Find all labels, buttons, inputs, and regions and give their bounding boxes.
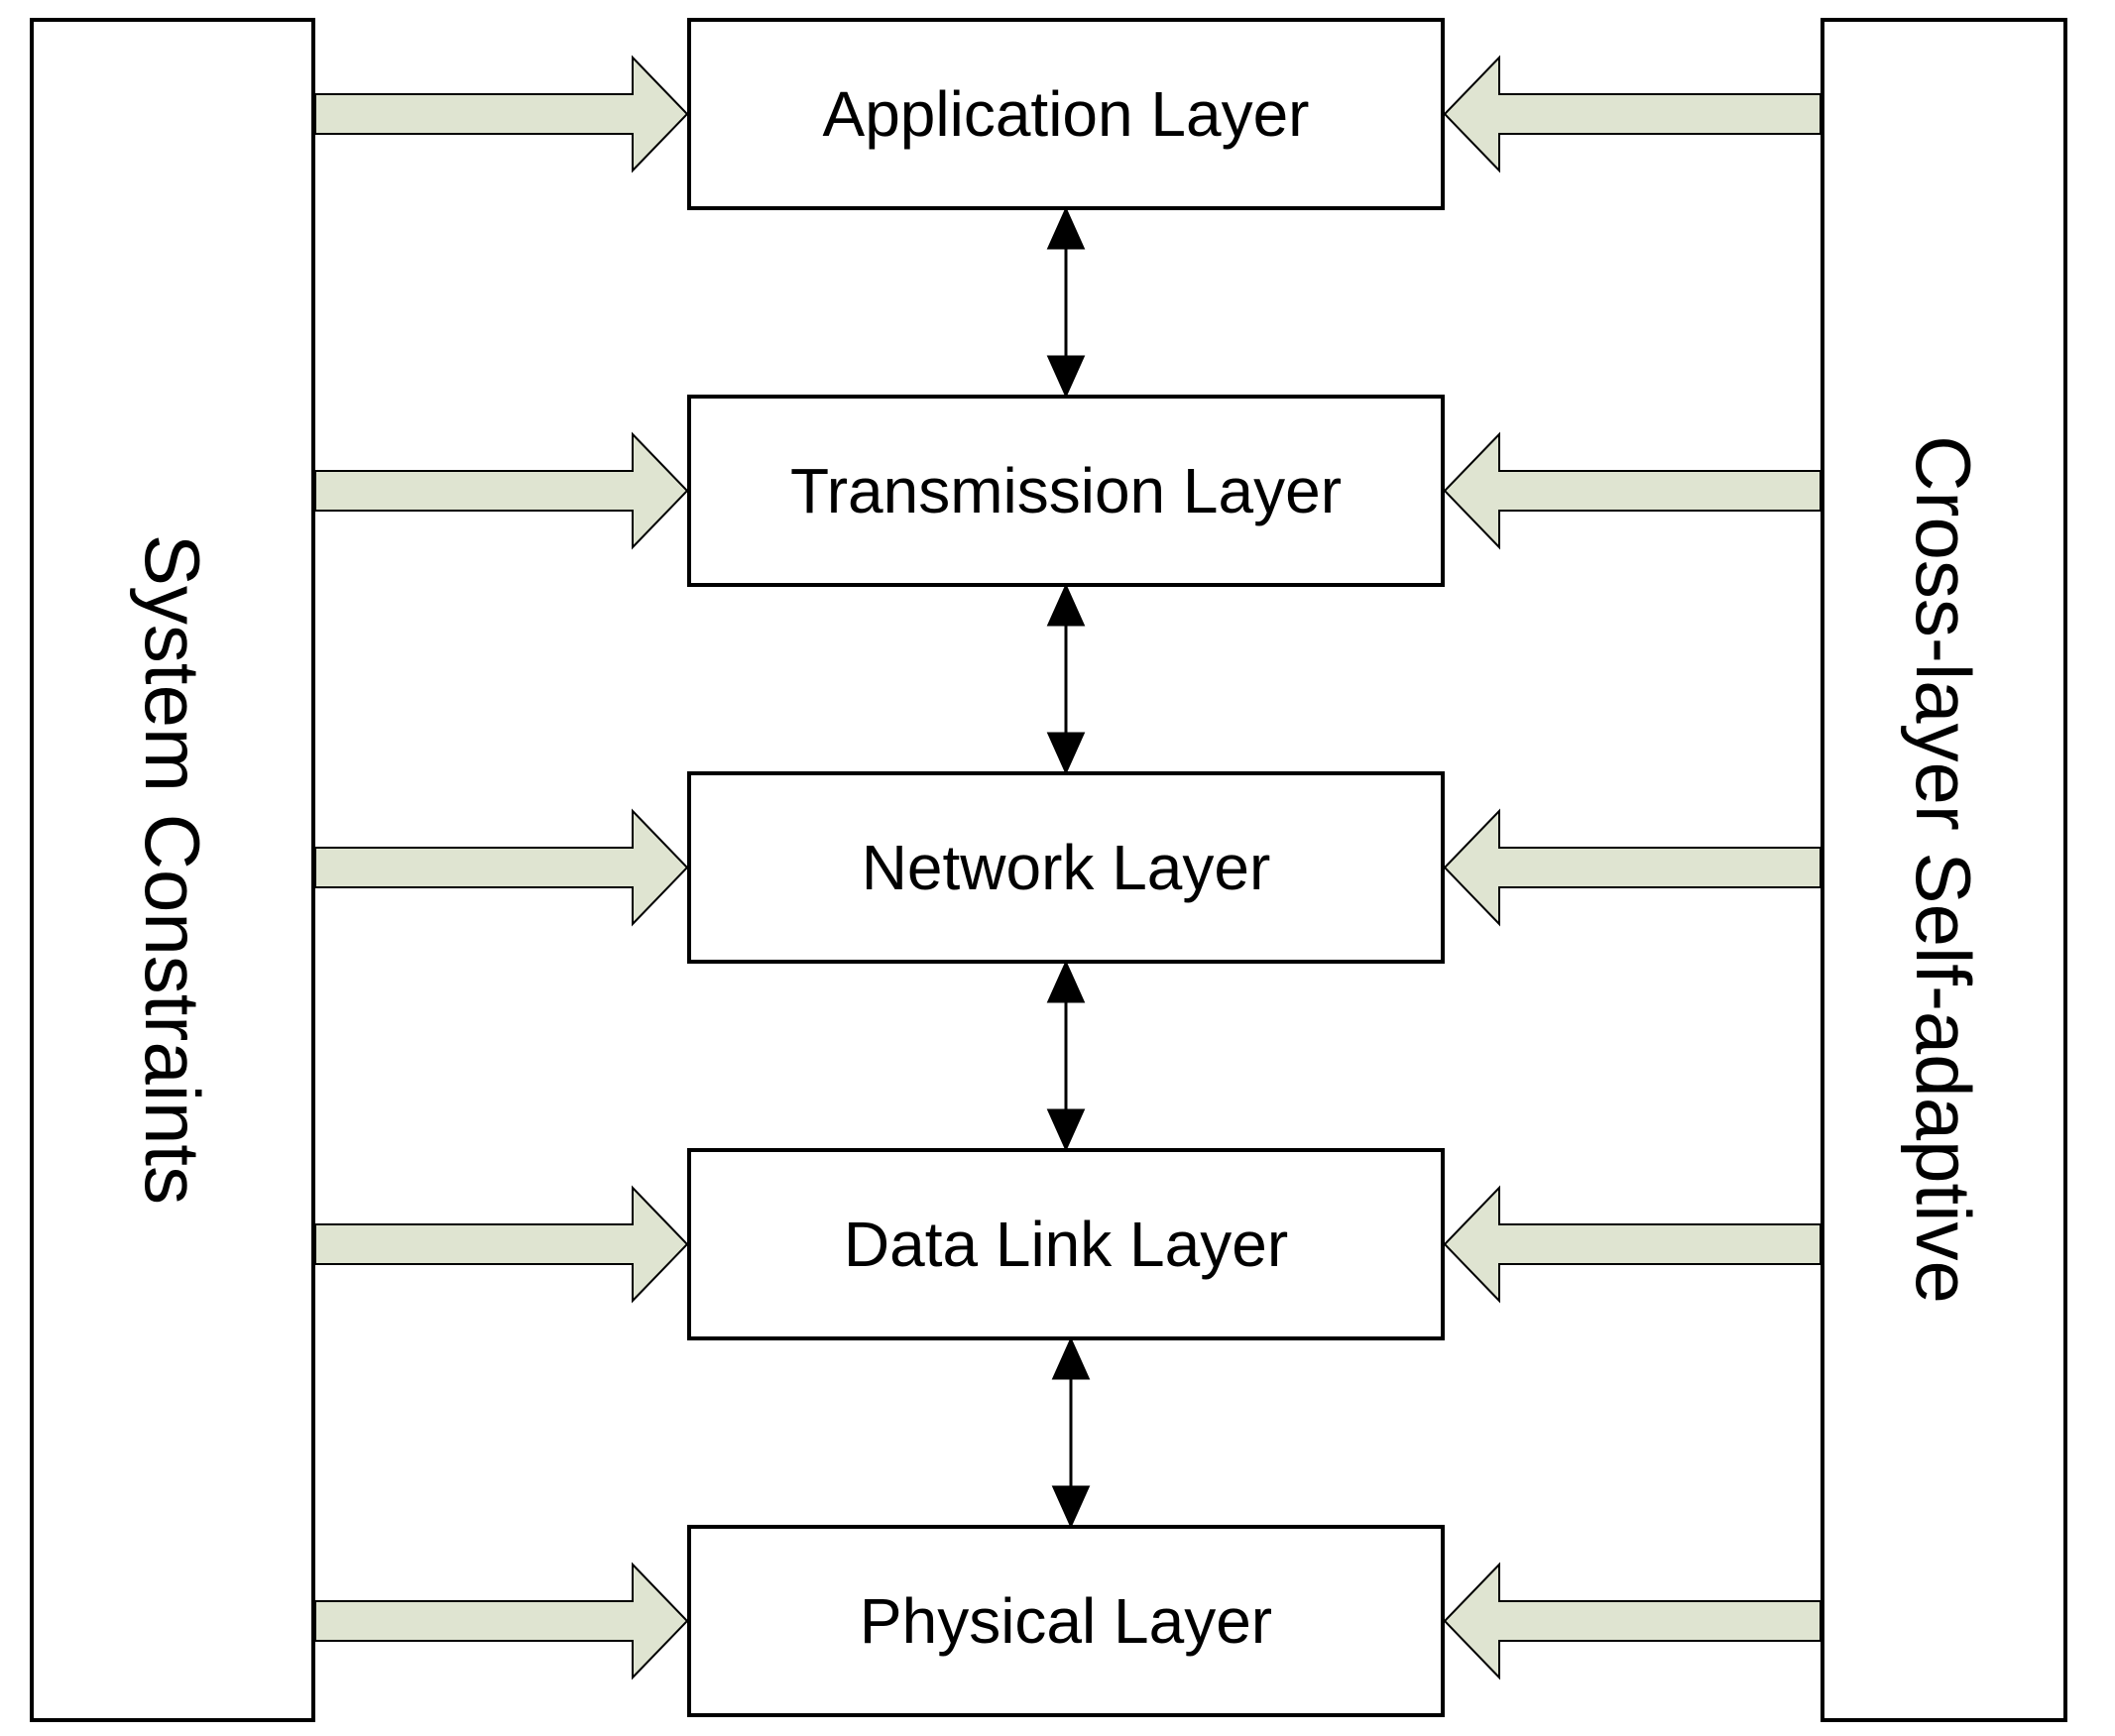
system-constraints-label: System Constraints <box>129 534 216 1205</box>
layer-box-application: Application Layer <box>687 18 1445 210</box>
block-arrow-right-4 <box>314 1185 689 1304</box>
connector-application-transmission <box>1046 206 1086 399</box>
layer-label-physical: Physical Layer <box>860 1585 1272 1657</box>
layer-box-physical: Physical Layer <box>687 1525 1445 1717</box>
block-arrow-right-2 <box>314 431 689 550</box>
block-arrow-right-3 <box>314 808 689 927</box>
layer-label-network: Network Layer <box>862 832 1271 903</box>
cross-layer-self-adaptive-panel: Cross-layer Self-adaptive <box>1821 18 2067 1722</box>
layer-label-application: Application Layer <box>823 78 1310 150</box>
layer-label-data-link: Data Link Layer <box>844 1209 1288 1280</box>
block-arrow-left-4 <box>1443 1185 1821 1304</box>
system-constraints-panel: System Constraints <box>30 18 315 1722</box>
connector-transmission-network <box>1046 583 1086 775</box>
connector-network-data-link <box>1046 960 1086 1152</box>
layer-box-transmission: Transmission Layer <box>687 395 1445 587</box>
layer-box-network: Network Layer <box>687 771 1445 964</box>
block-arrow-left-3 <box>1443 808 1821 927</box>
block-arrow-left-1 <box>1443 55 1821 174</box>
left-block-arrows <box>314 55 689 1680</box>
connector-data-link-physical <box>1051 1336 1091 1529</box>
cross-layer-self-adaptive-label: Cross-layer Self-adaptive <box>1900 435 1987 1304</box>
block-arrow-left-5 <box>1443 1562 1821 1680</box>
bidirectional-connectors <box>1046 206 1091 1529</box>
layer-box-data-link: Data Link Layer <box>687 1148 1445 1340</box>
block-arrow-right-1 <box>314 55 689 174</box>
block-arrow-left-2 <box>1443 431 1821 550</box>
right-block-arrows <box>1443 55 1821 1680</box>
block-arrow-right-5 <box>314 1562 689 1680</box>
layer-label-transmission: Transmission Layer <box>790 455 1342 526</box>
